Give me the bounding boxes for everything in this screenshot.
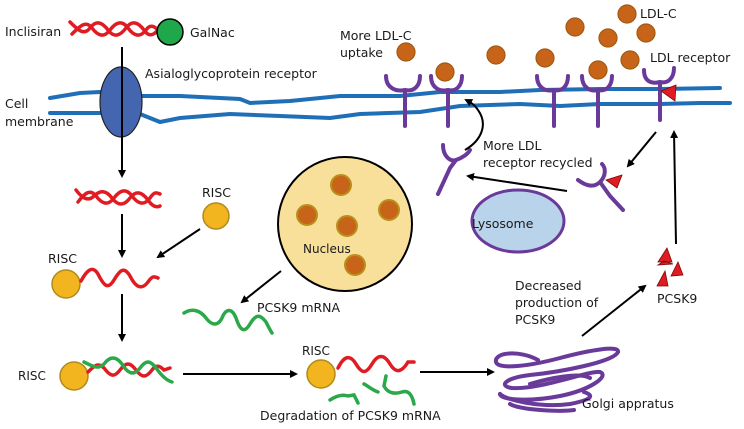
- nucleus-label: Nucleus: [303, 242, 351, 256]
- lysosome-label: Lysosome: [472, 216, 534, 231]
- decreased-production-label-2: production of: [515, 295, 599, 310]
- pcsk9-triangle: [670, 261, 684, 277]
- pcsk9-triangle: [656, 269, 669, 287]
- ldl-receptor: [642, 66, 676, 122]
- decreased-production-label-3: PCSK9: [515, 312, 555, 327]
- nucleolus: [344, 254, 366, 276]
- ldl-particle: [486, 45, 506, 65]
- golgi-label: Golgi appratus: [582, 396, 674, 411]
- cell-membrane: [48, 86, 732, 125]
- galnac-label: GalNac: [190, 25, 235, 40]
- nucleolus: [296, 204, 318, 226]
- risc-free: [202, 202, 230, 230]
- nucleolus: [330, 174, 352, 196]
- arrow-endocytosis: [626, 131, 657, 168]
- ldl-particle: [396, 42, 416, 62]
- ldl-particles: [396, 4, 656, 82]
- inclisiran-internalized: [74, 188, 162, 209]
- ldl-c-label: LDL-C: [640, 6, 677, 21]
- ldl-particle: [617, 4, 637, 24]
- risc-guide-complex: [51, 269, 81, 299]
- membrane-outer: [48, 86, 722, 106]
- arrow-mrna-export: [240, 270, 282, 304]
- arrow-to-pcsk9: [581, 284, 647, 337]
- galnac-circle: [156, 18, 184, 46]
- pcsk9-mrna-label: PCSK9 mRNA: [257, 300, 341, 315]
- ldl-receptor: [580, 74, 614, 128]
- ldl-particle: [588, 60, 608, 80]
- cell-membrane-label: Cell: [5, 96, 28, 111]
- pcsk9-triangle: [656, 247, 674, 266]
- risc-mrna-complex: [59, 361, 89, 391]
- pcsk9-on-internalized-receptor: [605, 174, 623, 189]
- cell-membrane-label-2: membrane: [5, 114, 74, 129]
- nucleus: [277, 156, 413, 292]
- risc-label-guide: RISC: [48, 251, 77, 266]
- ldl-particle: [636, 23, 656, 43]
- ldl-receptor: [535, 74, 570, 128]
- risc-degradation: [306, 359, 336, 389]
- nucleolus: [378, 199, 400, 221]
- membrane-inner: [48, 101, 732, 125]
- degradation-label: Degradation of PCSK9 mRNA: [260, 408, 441, 423]
- decreased-production-label: Decreased: [515, 278, 582, 293]
- recycled-ldl-receptor: [436, 143, 472, 196]
- risc-label-binding: RISC: [18, 369, 46, 383]
- ldl-particle: [535, 48, 555, 68]
- more-ldl-uptake-label: More LDL-C: [340, 28, 412, 43]
- recycled-label: More LDL: [483, 138, 542, 153]
- more-ldl-uptake-label-2: uptake: [340, 45, 383, 60]
- pcsk9-mrna: [182, 308, 274, 335]
- guide-strand: [79, 267, 160, 289]
- ldl-receptor-label: LDL receptor: [650, 50, 731, 65]
- golgi-apparatus: [494, 346, 620, 413]
- arrow-to-recycling: [466, 172, 568, 192]
- arrow-pcsk9-to-receptor: [670, 130, 679, 245]
- ldl-receptor: [429, 74, 464, 128]
- ldl-receptors: [384, 66, 676, 128]
- asgpr-label: Asialoglycoprotein receptor: [145, 66, 318, 81]
- risc-label-free: RISC: [202, 185, 231, 200]
- ldl-particle: [620, 50, 640, 70]
- ldl-particle: [435, 62, 455, 82]
- pcsk9-proteins: [656, 247, 684, 287]
- arrow-risc-binding: [156, 228, 201, 259]
- arrow-recycle-to-membrane: [464, 99, 484, 151]
- recycled-label-2: receptor recycled: [483, 155, 593, 170]
- pcsk9-label: PCSK9: [657, 291, 697, 306]
- ldl-particle: [598, 28, 618, 48]
- internalized-receptor: [576, 162, 625, 212]
- risc-label-degradation: RISC: [302, 344, 330, 358]
- inclisiran-molecule: [68, 20, 160, 37]
- ldl-particle: [565, 17, 585, 37]
- lysosome: [470, 188, 566, 254]
- ldl-receptor: [384, 74, 422, 128]
- guide-strand-degradation: [336, 354, 416, 374]
- inclisiran-label: Inclisiran: [5, 24, 61, 39]
- pcsk9-bound-receptor: [660, 84, 677, 102]
- nucleolus: [336, 215, 358, 237]
